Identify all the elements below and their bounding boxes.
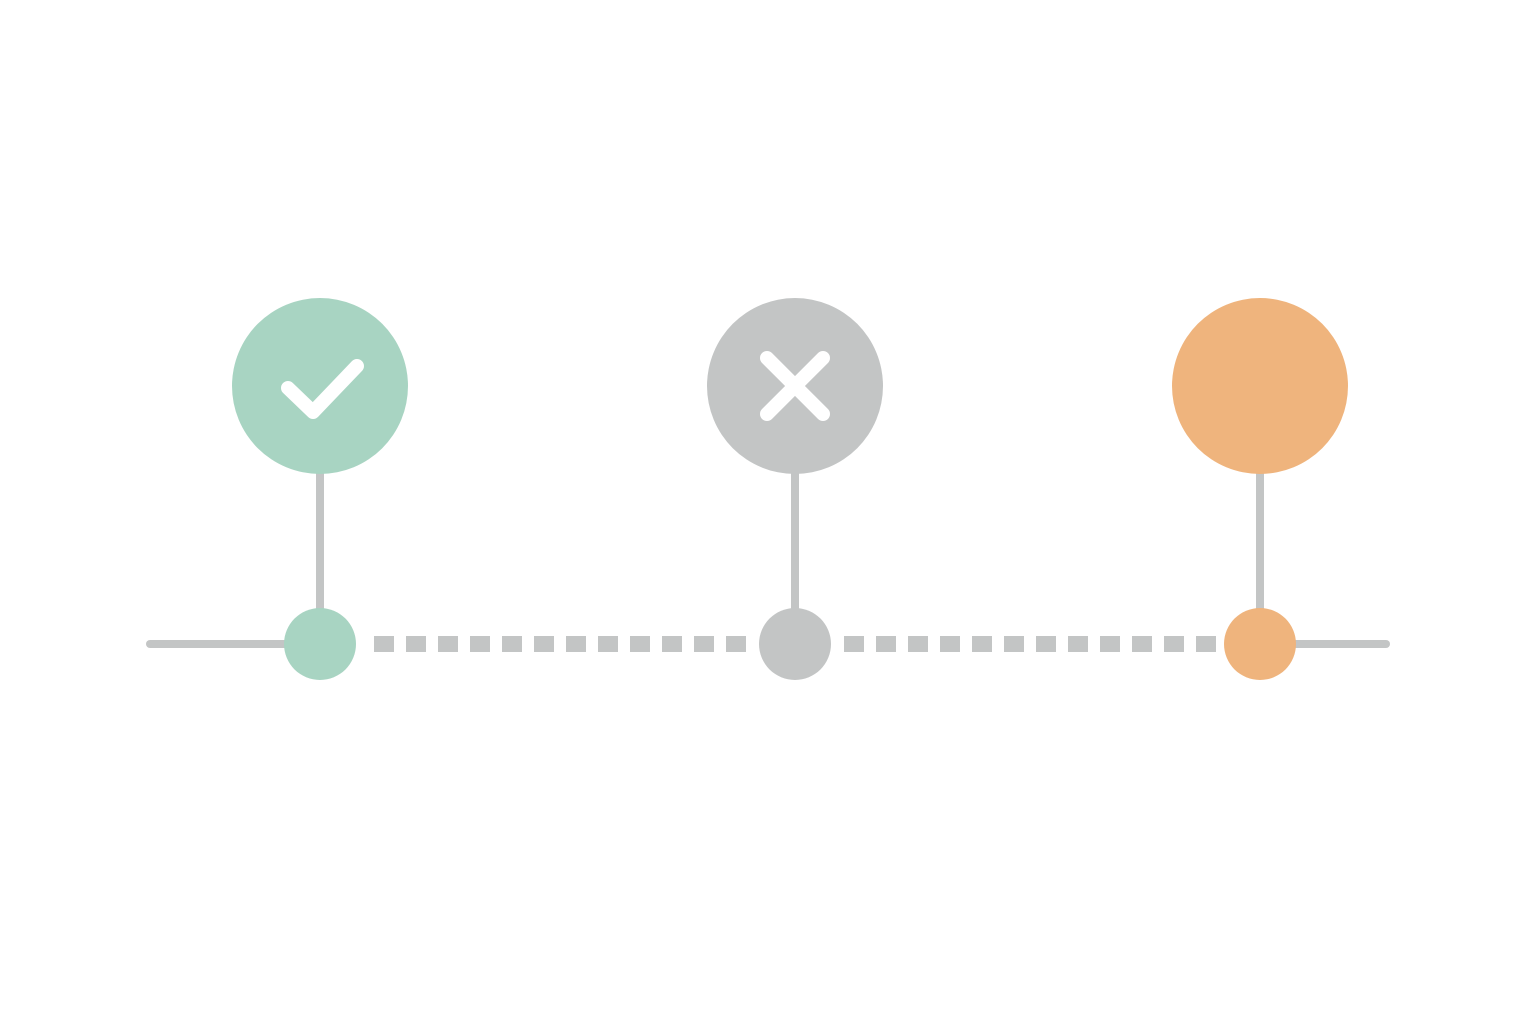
step-badge	[1172, 298, 1348, 474]
step-failed	[707, 298, 883, 680]
step-pending	[1172, 298, 1348, 680]
step-done	[232, 298, 408, 680]
check-icon	[281, 359, 364, 419]
step-node	[1224, 608, 1296, 680]
step-node	[759, 608, 831, 680]
step-node	[284, 608, 356, 680]
close-icon	[760, 351, 830, 421]
step-badge	[232, 298, 408, 474]
